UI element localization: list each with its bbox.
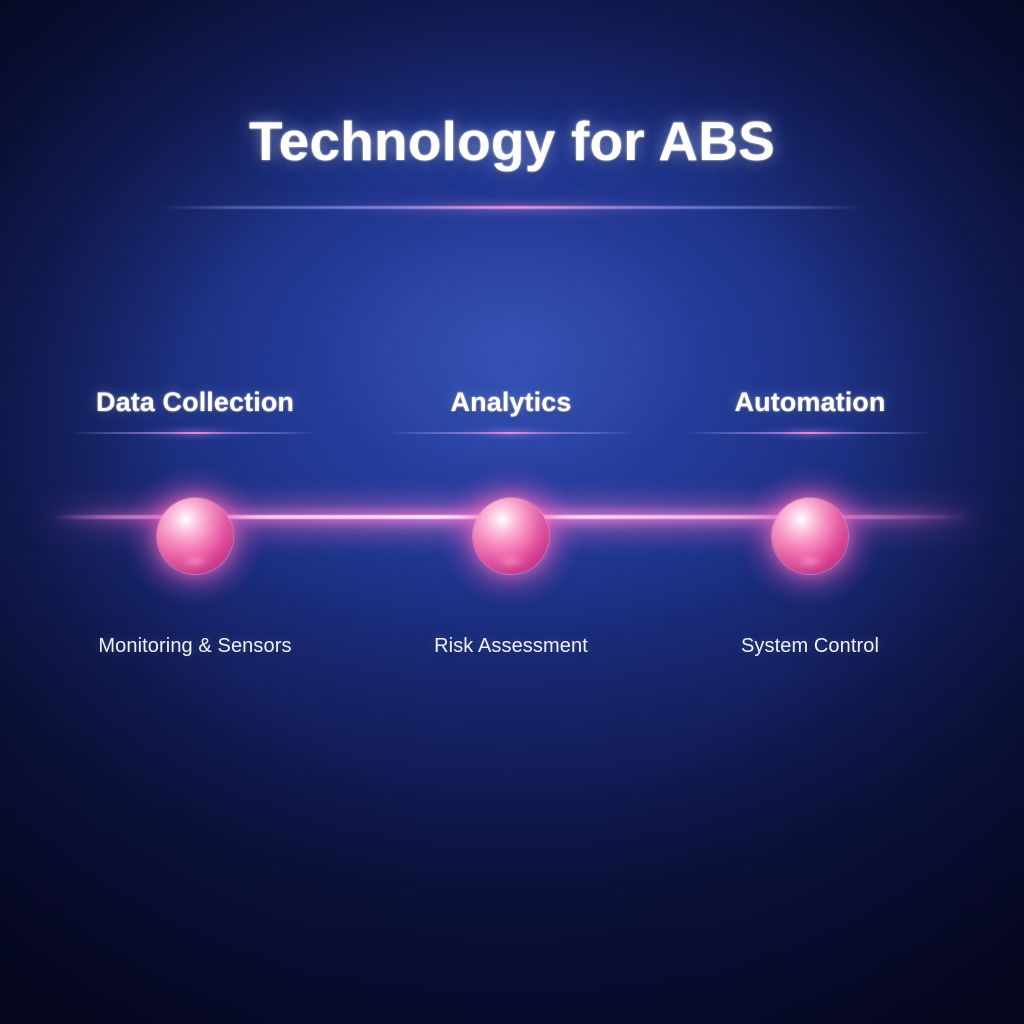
step-analytics[interactable]: Analytics Risk Assessment <box>361 386 661 658</box>
step-automation[interactable]: Automation System Control <box>660 386 960 658</box>
step-heading: Analytics <box>450 387 572 417</box>
step-caption: Risk Assessment <box>434 635 588 658</box>
glowing-sphere-node-icon <box>157 498 233 575</box>
step-node[interactable] <box>132 473 258 600</box>
title-divider <box>160 206 866 209</box>
step-heading-underline <box>388 432 634 435</box>
step-heading: Data Collection <box>95 387 295 417</box>
step-caption: System Control <box>740 635 880 658</box>
step-node[interactable] <box>448 473 574 600</box>
step-heading-underline <box>687 432 933 435</box>
step-caption: Monitoring & Sensors <box>98 635 292 658</box>
step-node[interactable] <box>747 473 873 600</box>
glowing-sphere-node-icon <box>473 498 549 575</box>
step-data-collection[interactable]: Data Collection Monitoring & Sensors <box>45 386 345 658</box>
title-block: Technology for ABS <box>0 110 1024 172</box>
step-heading-underline <box>72 432 318 435</box>
step-heading: Automation <box>734 387 886 417</box>
page-title: Technology for ABS <box>248 110 776 172</box>
glowing-sphere-node-icon <box>772 498 848 575</box>
